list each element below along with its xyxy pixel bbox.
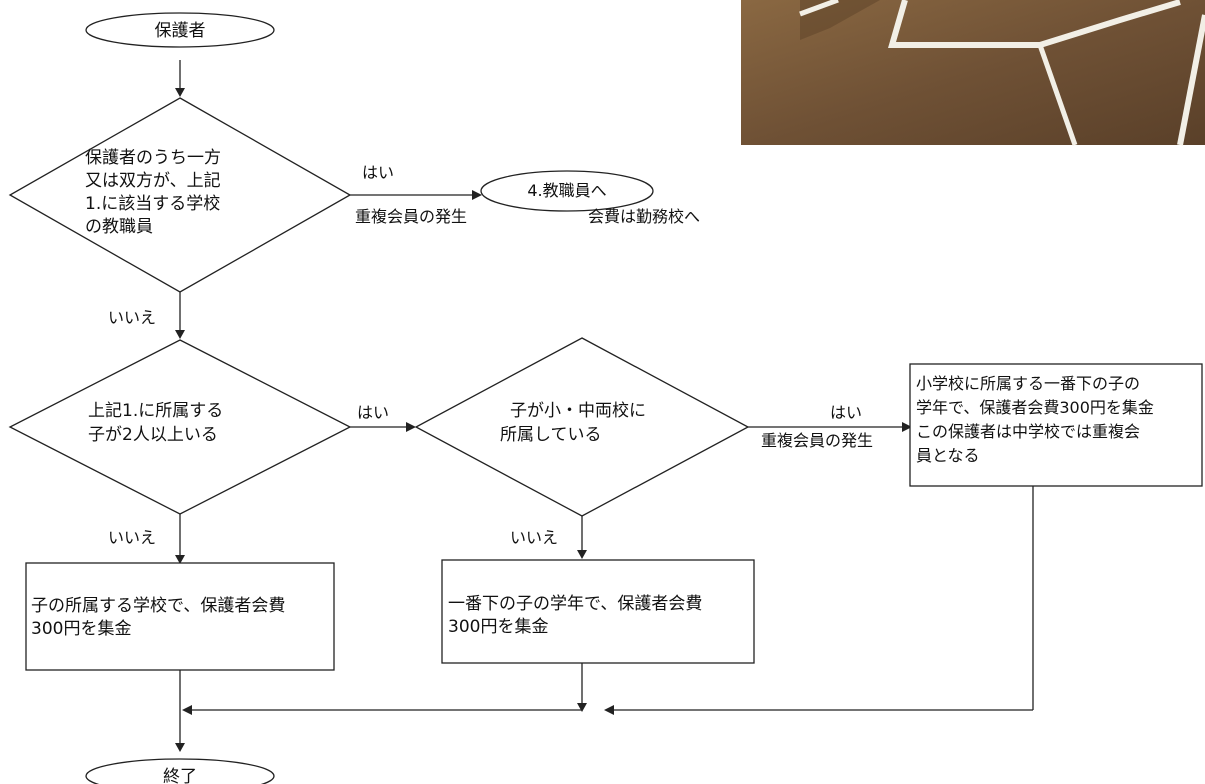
field-line <box>799 0 839 17</box>
label-duplicate: 重複会員の発生 <box>355 207 467 226</box>
end-label: 終了 <box>163 767 197 784</box>
label-no: いいえ <box>108 528 156 547</box>
label-yes: はい <box>357 403 389 422</box>
field-photo <box>741 0 1205 146</box>
field-line <box>1037 44 1078 146</box>
label-no: いいえ <box>510 528 558 547</box>
elementary-collection-box <box>909 363 1203 487</box>
teacher-terminal-label: 4.教職員へ <box>527 181 606 200</box>
label-duplicate: 重複会員の発生 <box>761 431 873 450</box>
field-line <box>1010 0 1181 48</box>
decision-teacher-text: 保護者のうち一方 又は双方が、上記 1.に該当する学校 の教職員 <box>85 148 226 237</box>
label-fee-note: 会費は勤務校へ <box>588 207 700 226</box>
youngest-collection-text: 一番下の子の学年で、保護者会費 300円を集金 <box>448 594 708 637</box>
youngest-collection-box <box>441 559 755 664</box>
decision-multiple-children-text: 上記1.に所属する 子が2人以上いる <box>88 401 229 445</box>
elementary-collection-text: 小学校に所属する一番下の子の 学年で、保護者会費300円を集金 この保護者は中学… <box>916 374 1159 465</box>
label-yes: はい <box>830 403 862 422</box>
start-label: 保護者 <box>155 21 206 41</box>
start-terminal <box>85 12 275 48</box>
end-terminal <box>85 758 275 784</box>
decision-both-schools-text: 子が小・中両校に 所属している <box>500 401 651 445</box>
field-line <box>888 0 1010 48</box>
single-collection-text: 子の所属する学校で、保護者会費 300円を集金 <box>31 596 291 639</box>
label-no: いいえ <box>108 308 156 327</box>
teacher-terminal <box>480 170 654 212</box>
field-line <box>1177 14 1205 146</box>
single-collection-box <box>25 562 335 671</box>
label-yes: はい <box>362 163 394 182</box>
